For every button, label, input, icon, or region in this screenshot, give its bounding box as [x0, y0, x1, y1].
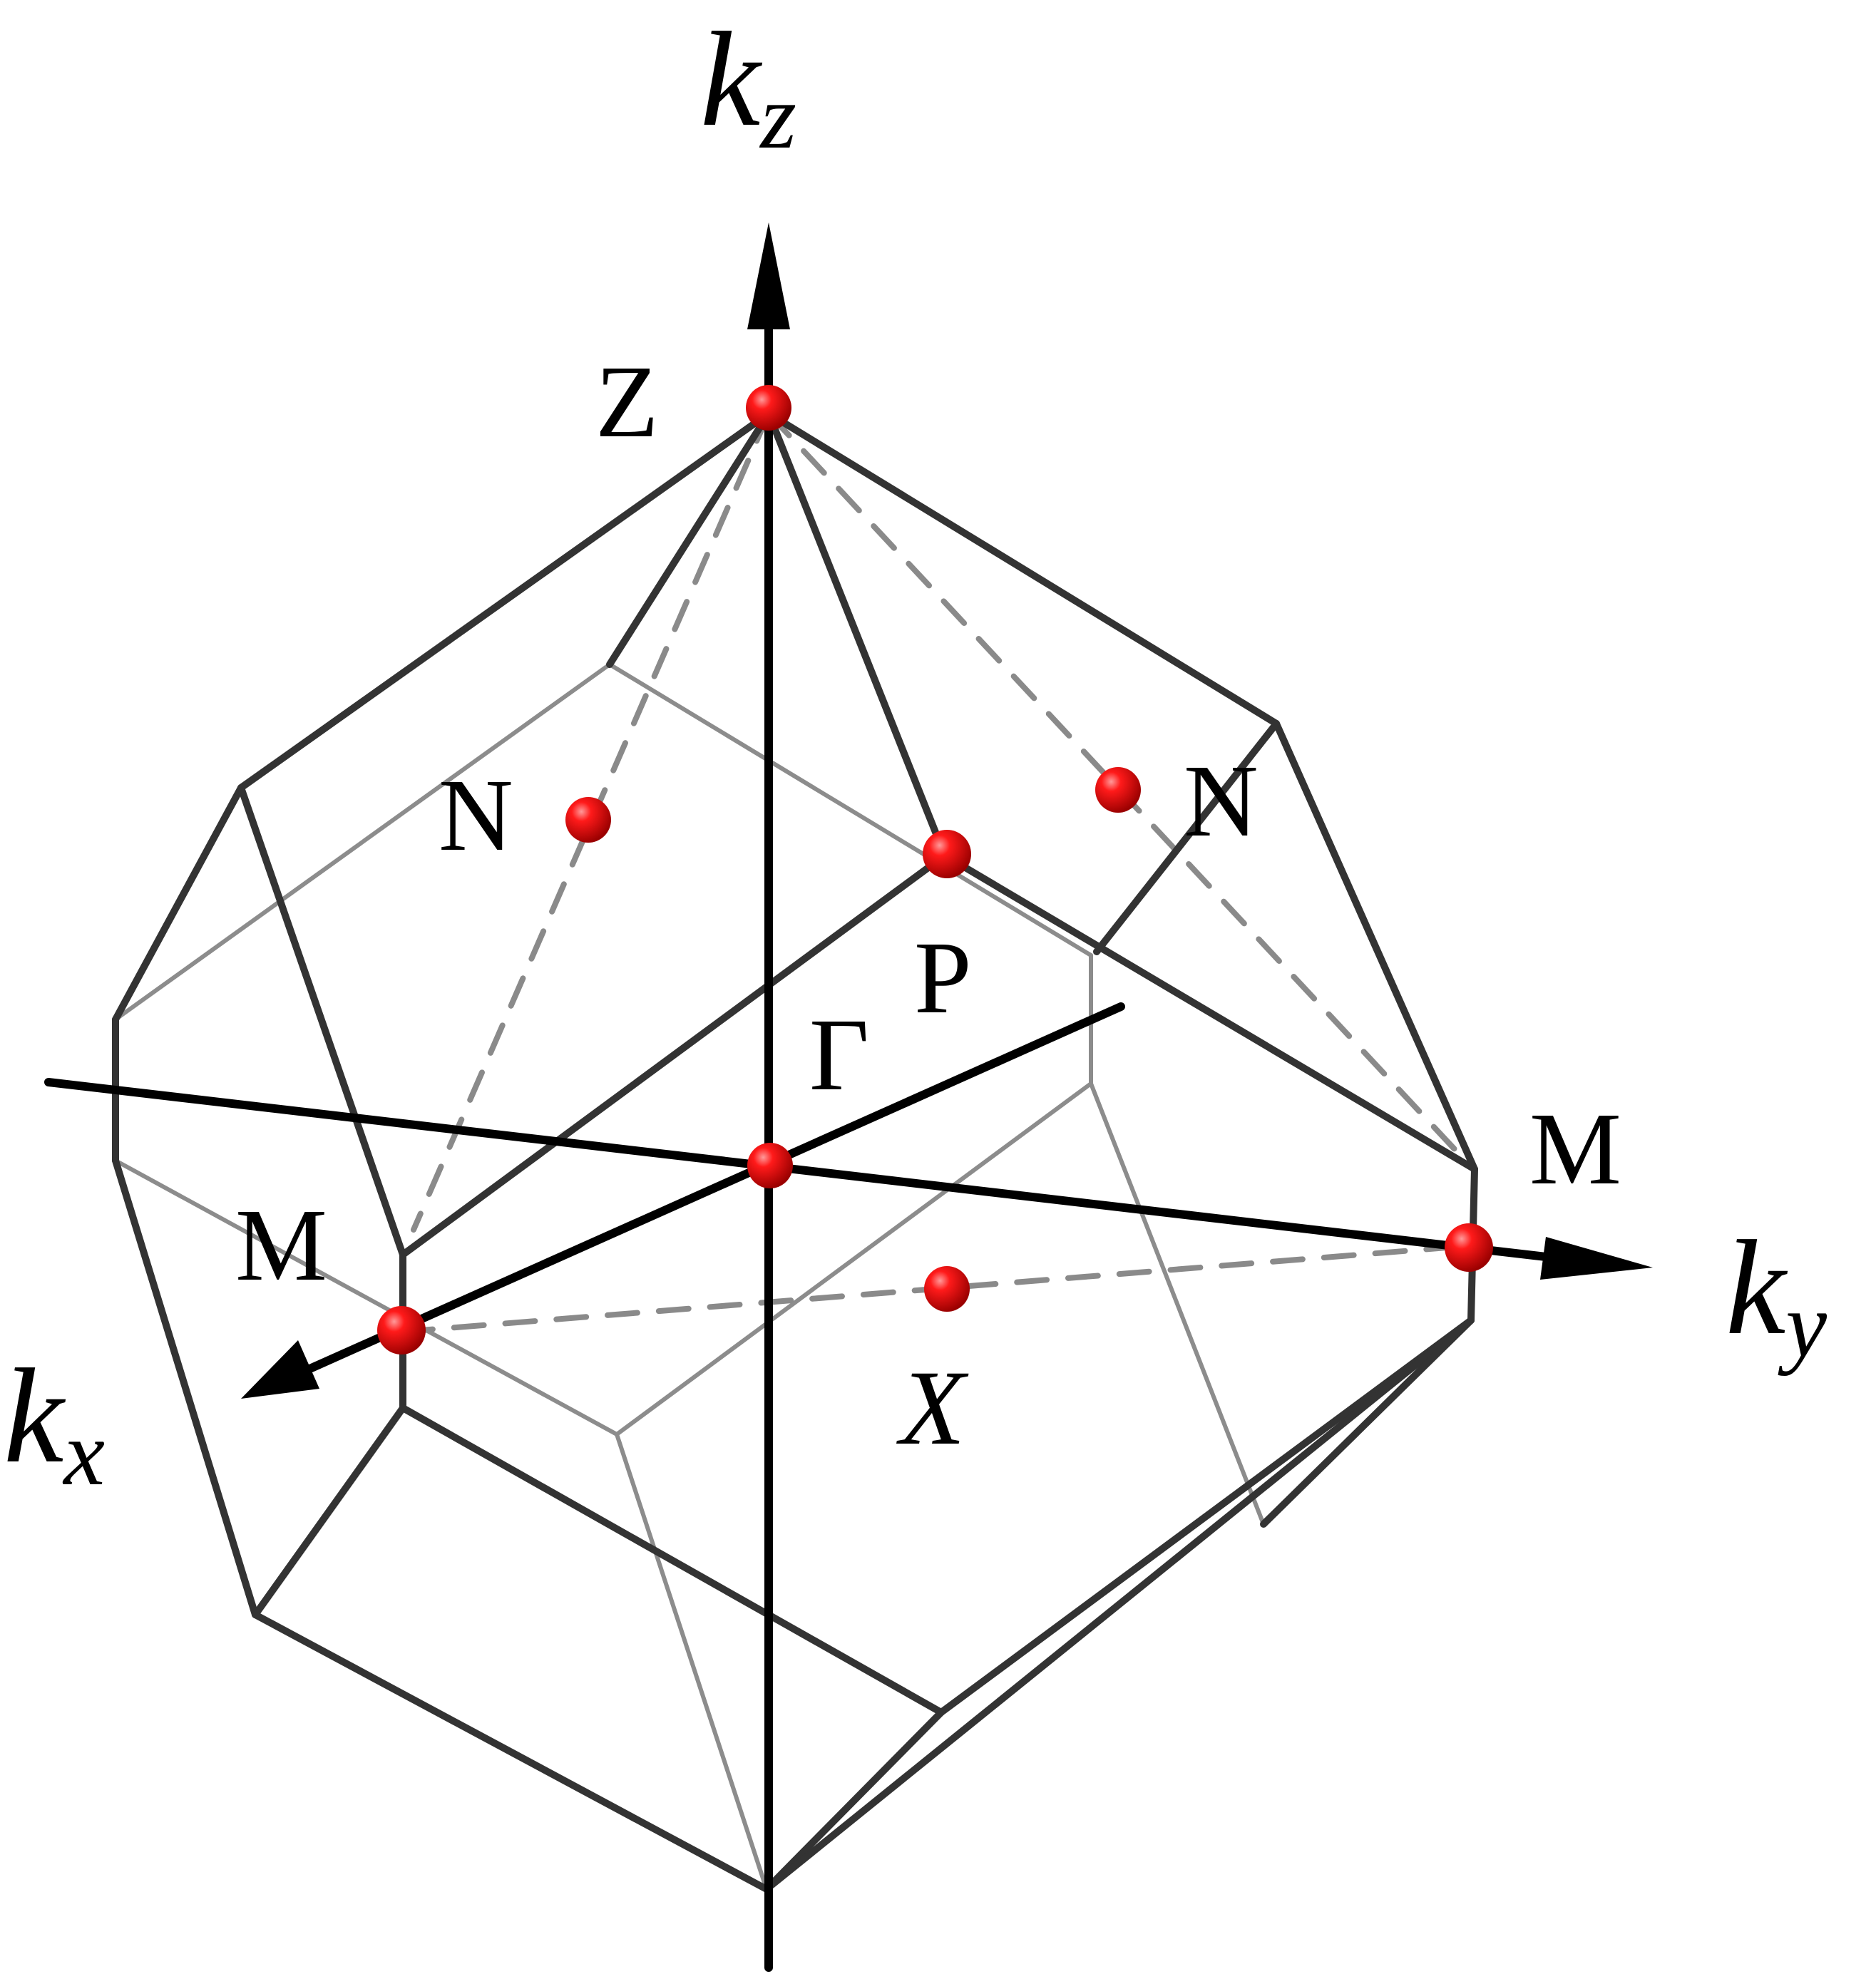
ky-axis-line: [44, 1078, 1562, 1263]
point-m-left: [377, 1306, 426, 1354]
back-edge: [113, 662, 612, 1022]
front-edge: [763, 1709, 945, 1893]
label-z: Z: [595, 345, 659, 459]
label-gamma: Γ: [809, 998, 869, 1112]
label-n-right: N: [1184, 744, 1259, 858]
front-edge: [1260, 1317, 1475, 1528]
dashed-path: [411, 411, 772, 1233]
front-edge: [399, 852, 948, 1258]
front-edge: [1273, 720, 1478, 1173]
ky-axis-arrowhead: [1540, 1237, 1653, 1280]
point-n-right: [1095, 767, 1141, 813]
kz-axis-arrowhead: [747, 222, 790, 329]
front-edge: [606, 410, 772, 668]
point-gamma: [747, 1143, 793, 1188]
symmetry-points: [377, 385, 1493, 1354]
kx-axis-label: kx: [4, 1342, 105, 1505]
label-p: P: [914, 921, 972, 1035]
back-edges: [113, 662, 1266, 1891]
front-edge: [1093, 720, 1280, 955]
kx-axis-arrowhead: [241, 1340, 319, 1399]
front-edge: [252, 1404, 406, 1618]
kx-axis-line: [302, 1002, 1125, 1374]
point-z: [746, 385, 791, 431]
front-edge: [763, 1317, 1475, 1893]
point-labels: Z N N P Γ M M X: [235, 345, 1621, 1467]
point-p: [923, 830, 971, 878]
back-edge: [615, 1432, 769, 1891]
label-n-left: N: [439, 759, 513, 873]
front-edge: [399, 1404, 945, 1716]
back-edge: [113, 1158, 619, 1436]
ky-axis-label: ky: [1726, 1213, 1827, 1377]
front-edge: [941, 852, 1478, 1173]
axis-labels: kz ky kx: [4, 5, 1827, 1505]
label-m-left: M: [235, 1188, 327, 1302]
front-edges: [112, 410, 1478, 1893]
front-edge: [237, 410, 772, 791]
front-edge: [252, 1611, 770, 1893]
back-edge: [1089, 1081, 1266, 1526]
front-edge: [112, 784, 245, 1023]
front-edge: [765, 410, 1280, 727]
label-m-right: M: [1529, 1092, 1621, 1206]
label-x: X: [896, 1349, 969, 1467]
point-n-left: [565, 797, 611, 843]
back-edge: [608, 662, 1093, 957]
front-edge: [112, 1157, 259, 1618]
front-edge: [237, 784, 406, 1258]
front-edge: [938, 1317, 1475, 1716]
front-edge: [765, 410, 948, 859]
axes: [44, 222, 1653, 1972]
point-m-right: [1445, 1223, 1493, 1272]
point-x: [924, 1266, 970, 1312]
dashed-path: [766, 411, 1457, 1152]
back-edge: [615, 1081, 1093, 1436]
kz-axis-label: kz: [700, 5, 796, 168]
